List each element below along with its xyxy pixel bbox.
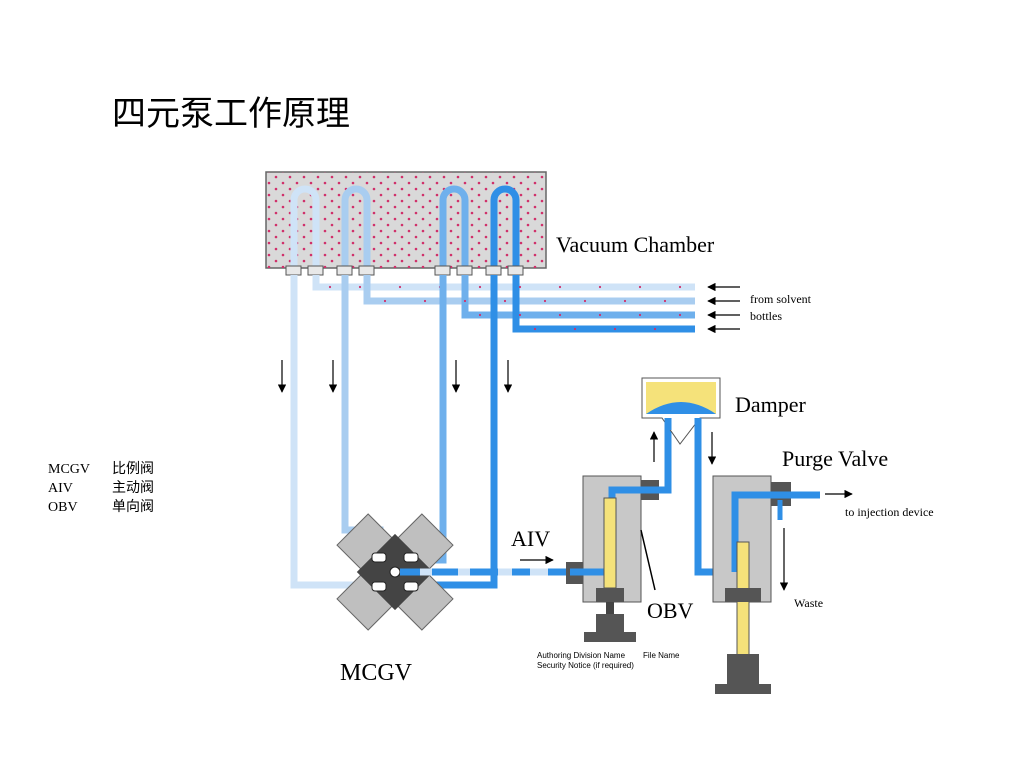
to-injection-label: to injection device xyxy=(845,505,934,519)
legend-abbr: OBV xyxy=(48,500,78,515)
page-title: 四元泵工作原理 xyxy=(112,94,350,134)
aiv-label: AIV xyxy=(511,526,550,551)
from-solvent-label: from solvent xyxy=(750,292,812,306)
legend-meaning: 单向阀 xyxy=(112,500,154,515)
vacuum-chamber-label: Vacuum Chamber xyxy=(556,232,715,257)
mcgv-valve xyxy=(336,513,454,631)
vacuum-chamber xyxy=(265,171,547,276)
obv-label: OBV xyxy=(647,598,694,623)
down-arrows xyxy=(277,360,513,393)
legend-row-obv: OBV 单向阀 xyxy=(48,498,154,517)
pump-head-2 xyxy=(712,475,853,694)
solvent-inlet-lines xyxy=(312,275,740,334)
legend-abbr: AIV xyxy=(48,481,73,496)
mixed-line xyxy=(400,555,570,576)
footer-division: Authoring Division Name xyxy=(537,651,626,660)
legend: MCGV 比例阀 AIV 主动阀 OBV 单向阀 xyxy=(48,460,154,517)
bottles-label: bottles xyxy=(750,309,782,323)
damper-label: Damper xyxy=(735,392,807,417)
footer-security: Security Notice (if required) xyxy=(537,661,634,670)
damper xyxy=(641,377,735,576)
purge-valve-label: Purge Valve xyxy=(782,446,888,471)
legend-row-mcgv: MCGV 比例阀 xyxy=(48,460,154,479)
waste-label: Waste xyxy=(794,596,823,610)
footer-file-name: File Name xyxy=(643,651,680,660)
mcgv-label: MCGV xyxy=(340,660,413,686)
legend-row-aiv: AIV 主动阀 xyxy=(48,479,154,498)
legend-abbr: MCGV xyxy=(48,462,91,477)
pump-head-1 xyxy=(566,430,672,642)
legend-meaning: 比例阀 xyxy=(112,462,154,477)
legend-meaning: 主动阀 xyxy=(112,481,154,496)
